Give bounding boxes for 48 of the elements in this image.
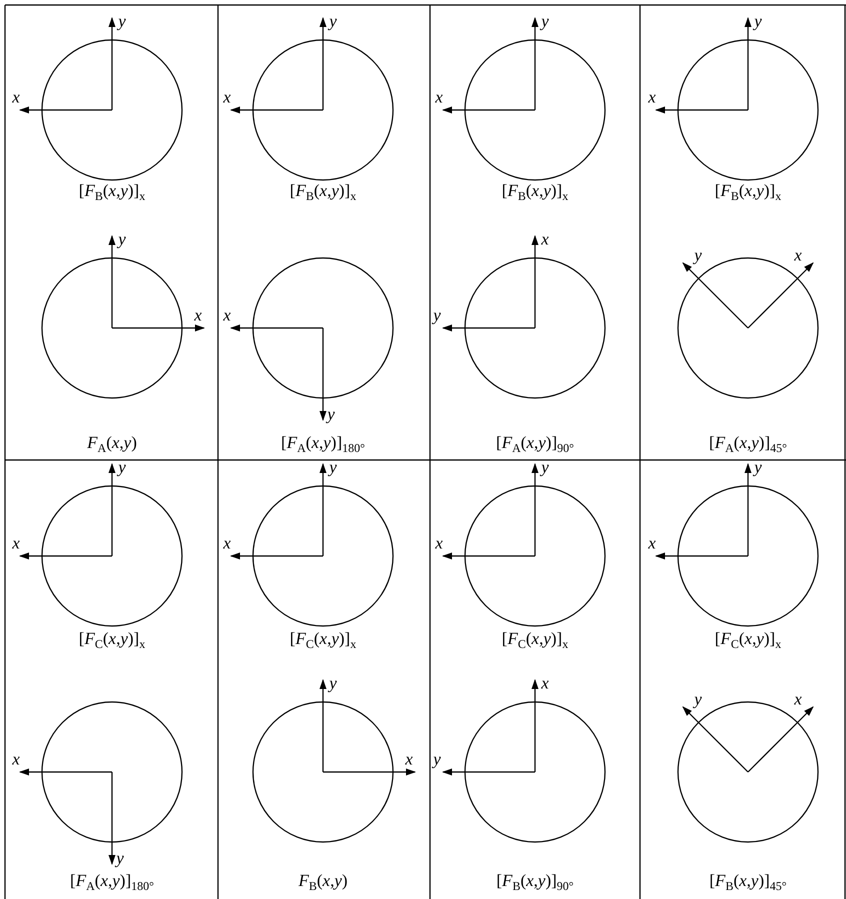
formula-label: [F$_{C}$(x,y)]$_{x}$ — [502, 630, 568, 650]
formula-label: [F$_{A}$(x,y)]$_{90°}$ — [496, 434, 574, 454]
axis-label: x — [541, 674, 549, 692]
axis-label: y — [754, 12, 762, 30]
axis-label: x — [223, 534, 231, 552]
formula-label: [F$_{B}$(x,y)]$_{x}$ — [78, 182, 146, 202]
axis-label: y — [694, 690, 702, 708]
axis-label: x — [541, 230, 549, 248]
formula-label: F$_{B}$(x,y) — [298, 872, 348, 892]
axis-label: x — [223, 88, 231, 106]
formula-label: [F$_{B}$(x,y)]$_{x}$ — [502, 182, 568, 202]
formula-label: [F$_{C}$(x,y)]$_{x}$ — [714, 630, 782, 650]
axis-label: x — [794, 690, 802, 708]
formula-label: [F$_{C}$(x,y)]$_{x}$ — [290, 630, 356, 650]
axis-label: y — [329, 458, 337, 476]
axis-label: y — [541, 458, 549, 476]
axis-label: y — [754, 458, 762, 476]
axis-label: y — [329, 12, 337, 30]
formula-label: [F$_{B}$(x,y)]$_{90°}$ — [496, 872, 574, 892]
axis-label: x — [405, 750, 413, 768]
axis-label: x — [794, 246, 802, 264]
axis-label: y — [327, 406, 335, 422]
formula-label: [F$_{B}$(x,y)]$_{45°}$ — [709, 872, 787, 892]
axis-label: y — [433, 750, 441, 768]
axis-label: x — [12, 88, 20, 106]
formula-label: [F$_{A}$(x,y)]$_{180°}$ — [281, 434, 365, 454]
formula-label: [F$_{B}$(x,y)]$_{x}$ — [290, 182, 356, 202]
formula-label: [F$_{C}$(x,y)]$_{x}$ — [78, 630, 146, 650]
axis-label: y — [118, 230, 126, 248]
axis-label: y — [433, 306, 441, 324]
axis-label: x — [12, 750, 20, 768]
axis-label: y — [329, 674, 337, 692]
axis-label: x — [648, 534, 656, 552]
axis-label: y — [694, 246, 702, 264]
axis-label: x — [648, 88, 656, 106]
axis-label: y — [118, 12, 126, 30]
axis-label: x — [223, 306, 231, 324]
axis-label: x — [12, 534, 20, 552]
axis-label: x — [435, 534, 443, 552]
axis-label: x — [435, 88, 443, 106]
formula-label: [F$_{A}$(x,y)]$_{45°}$ — [709, 434, 787, 454]
axis-label: y — [541, 12, 549, 30]
formula-label: F$_{A}$(x,y) — [87, 434, 137, 454]
formula-label: [F$_{A}$(x,y)]$_{180°}$ — [70, 872, 154, 892]
axis-label: x — [194, 306, 202, 324]
formula-label: [F$_{B}$(x,y)]$_{x}$ — [714, 182, 782, 202]
axis-label: y — [118, 458, 126, 476]
axis-label: y — [116, 850, 124, 866]
